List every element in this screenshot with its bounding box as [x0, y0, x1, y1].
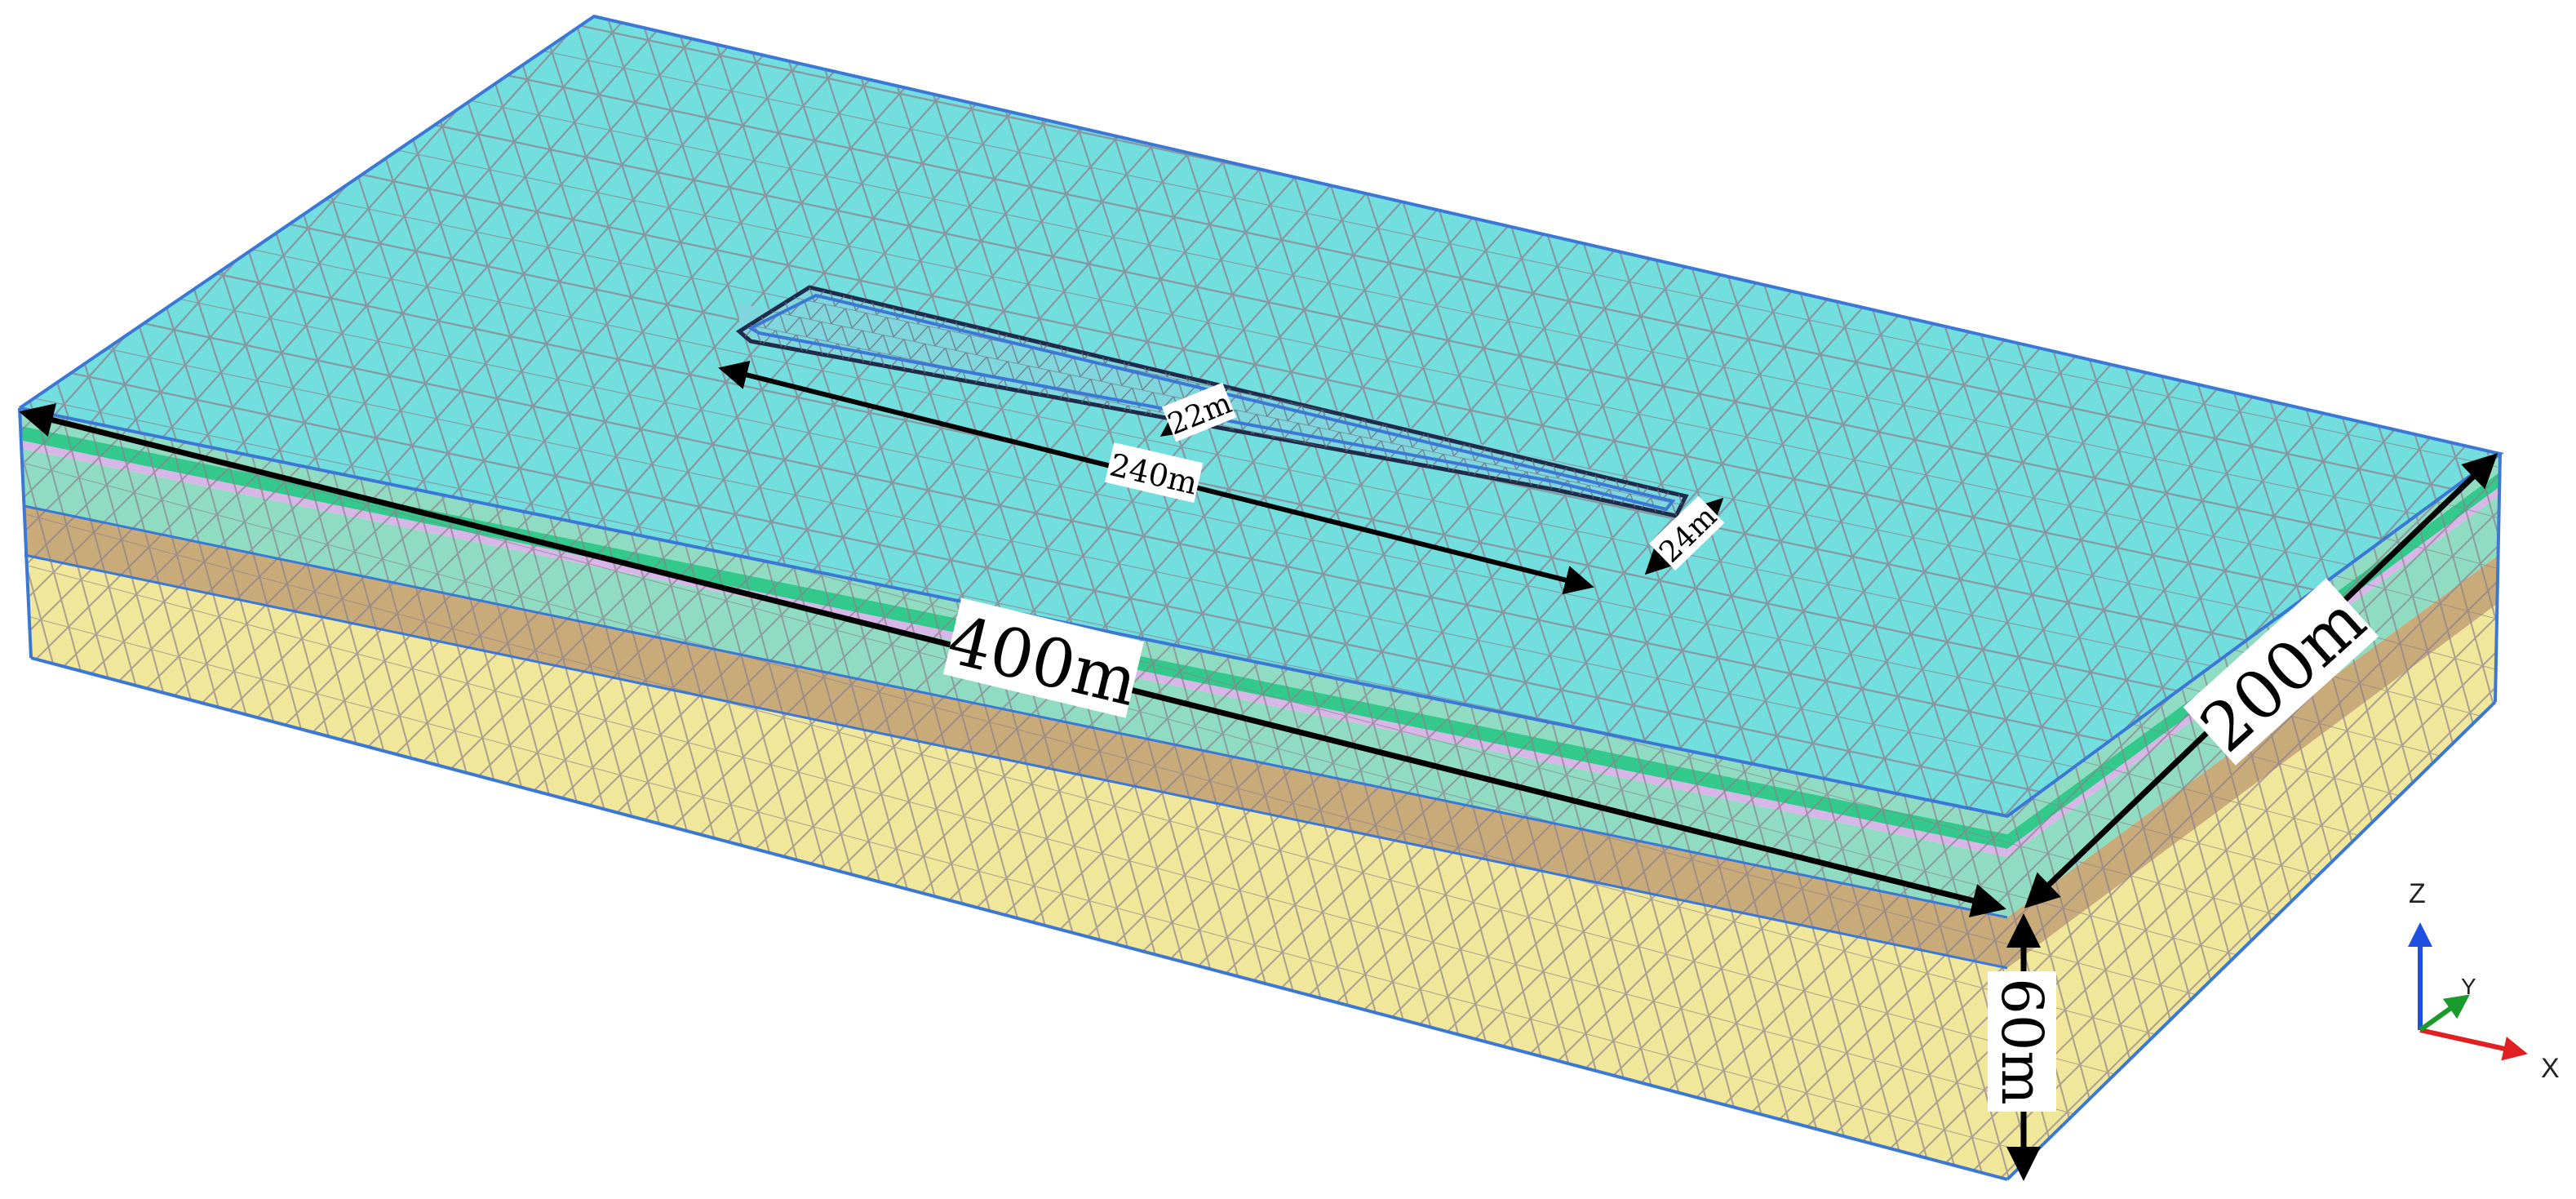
axis-x-arrow [2419, 1028, 2528, 1061]
label-pit-length-bg [1105, 442, 1204, 503]
label-depth-text: 60m [1989, 978, 2055, 1104]
axis-y-arrow [2419, 994, 2470, 1032]
axis-x-label: X [2541, 1053, 2560, 1084]
label-pit-width-22-bg [1161, 382, 1237, 442]
label-depth-bg [1988, 971, 2056, 1112]
axis-triad: Z X Y [2408, 878, 2560, 1084]
label-width-bg [2183, 578, 2379, 766]
label-depth-60m: 60m [1988, 971, 2056, 1112]
label-length-bg [942, 597, 1144, 718]
axis-z-label: Z [2409, 878, 2426, 909]
axis-y-label: Y [2461, 974, 2476, 999]
label-pit-width-24-bg [1649, 495, 1725, 571]
